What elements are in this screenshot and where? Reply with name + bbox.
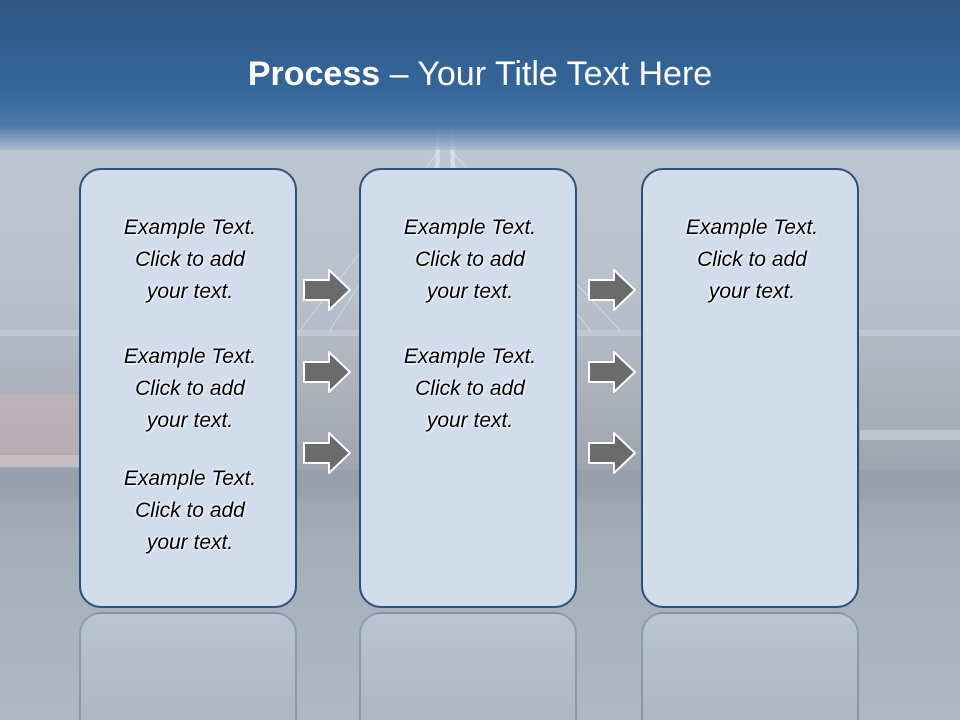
page-title[interactable]: Process – Your Title Text Here [0, 52, 960, 96]
title-bar [0, 0, 960, 150]
right-arrow-icon[interactable] [302, 350, 352, 394]
text-block[interactable]: Example Text. Click to add your text. [403, 345, 537, 432]
text-block[interactable]: Example Text. Click to add your text. [123, 467, 257, 554]
text-block[interactable]: Example Text. Click to add your text. [123, 345, 257, 432]
right-arrow-icon[interactable] [302, 268, 352, 312]
title-rest: – Your Title Text Here [380, 55, 713, 93]
box-reflection [359, 612, 577, 720]
text-block[interactable]: Example Text. Click to add your text. [685, 216, 819, 303]
right-arrow-icon[interactable] [587, 350, 637, 394]
text-block[interactable]: Example Text. Click to add your text. [403, 216, 537, 303]
box-reflection [641, 612, 859, 720]
box-reflection [79, 612, 297, 720]
process-box-3[interactable]: Example Text. Click to add your text. [641, 168, 859, 608]
process-box-2[interactable]: Example Text. Click to add your text. Ex… [359, 168, 577, 608]
process-box-1[interactable]: Example Text. Click to add your text. Ex… [79, 168, 297, 608]
title-bold: Process [247, 55, 381, 93]
text-block[interactable]: Example Text. Click to add your text. [123, 216, 257, 303]
right-arrow-icon[interactable] [587, 431, 637, 475]
right-arrow-icon[interactable] [587, 268, 637, 312]
right-arrow-icon[interactable] [302, 431, 352, 475]
